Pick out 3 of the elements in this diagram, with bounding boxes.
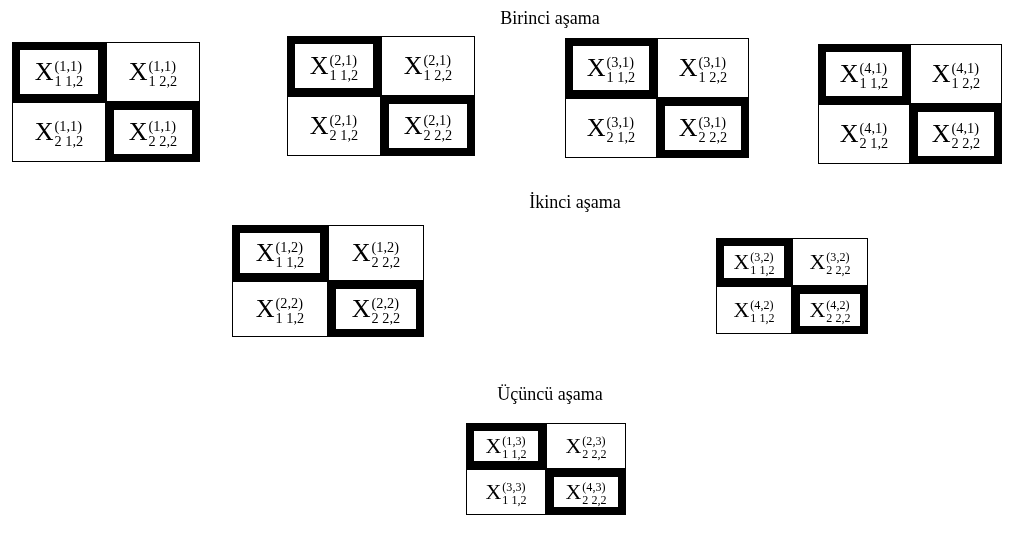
stage-heading: Birinci aşama [500,8,600,29]
stage-heading: İkinci aşama [529,192,621,213]
stage-heading: Üçüncü aşama [497,384,603,405]
